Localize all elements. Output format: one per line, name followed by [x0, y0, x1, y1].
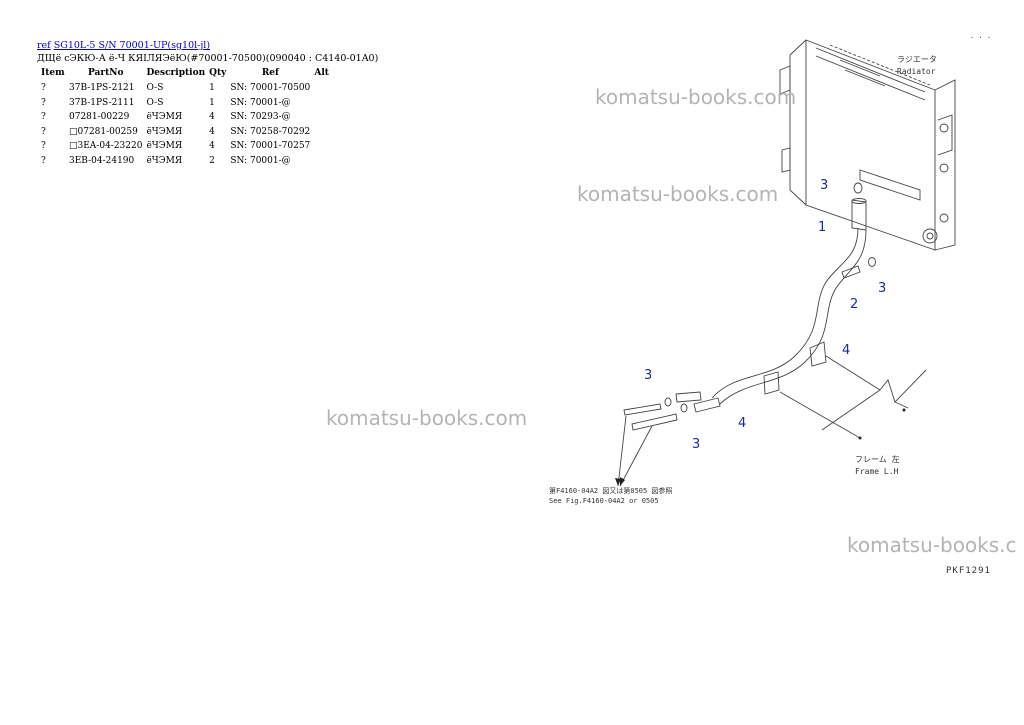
see-fig-label-en: See Fig.F4160-04A2 or 0505 [549, 497, 659, 505]
cell-item: ? [41, 112, 46, 123]
model-link[interactable]: SG10L-5 S/N 70001-UP(sg10l-jl) [53, 40, 211, 51]
hose-line [711, 227, 859, 399]
page-subtitle: ДЩё сЭКЮ-А ё-Ч КЯIЛЯЭёЮ(#70001-70500)(09… [37, 53, 379, 64]
cell-partno: 3EB-04-24190 [69, 155, 135, 166]
cell-partno: 37B-1PS-2111 [69, 97, 135, 108]
radiator-drawing [779, 39, 956, 251]
parts-table: Item PartNo Description Qty Ref Alt ? 37… [37, 66, 346, 168]
pipe-upper-left [623, 403, 662, 416]
radiator-label-en: Radiator [897, 67, 936, 76]
bracket-lower [763, 371, 780, 395]
frame-label-en: Frame L.H [855, 467, 899, 476]
cell-qty: 2 [209, 155, 215, 166]
bracket-upper [809, 341, 827, 367]
table-header-row: Item PartNo Description Qty Ref Alt [37, 66, 346, 81]
table-row: ? 07281-00229 ёЧЭМЯ 4 SN: 70293-@ [37, 110, 346, 125]
cell-partno: 37B-1PS-2121 [69, 83, 135, 94]
cell-description: ёЧЭМЯ [146, 112, 183, 123]
watermark: komatsu-books.com [595, 85, 797, 109]
clamp-lower-left [664, 397, 672, 407]
watermark: komatsu-books.c [847, 533, 1017, 557]
cell-ref: SN: 70293-@ [230, 112, 291, 123]
cell-partno: □07281-00259 [69, 126, 138, 137]
callout-4-upper: 4 [842, 343, 850, 358]
cell-description: ёЧЭМЯ [146, 126, 183, 137]
cell-item: ? [41, 83, 46, 94]
callout-2: 2 [850, 297, 858, 312]
pipe-lower-left [631, 413, 678, 431]
cell-ref: SN: 70001-@ [230, 155, 291, 166]
see-fig-label-jp: 第F4160-04A2 図又は第0505 図参照 [549, 486, 672, 495]
cell-ref: SN: 70001-@ [230, 97, 291, 108]
see-fig-arrows [617, 415, 653, 487]
cell-qty: 1 [209, 97, 215, 108]
cell-alt [312, 110, 346, 125]
cell-ref: SN: 70001-70257 [230, 141, 311, 152]
cell-item: ? [41, 97, 46, 108]
clamp-lower-right [680, 403, 688, 413]
breadcrumb: ref SG10L-5 S/N 70001-UP(sg10l-jl) [37, 40, 210, 52]
frame-line-1 [825, 355, 927, 403]
cell-qty: 4 [209, 141, 215, 152]
watermark: komatsu-books.com [577, 182, 779, 206]
clamp-upper [853, 182, 863, 194]
clamp-right [868, 257, 876, 267]
cell-alt [312, 154, 346, 169]
column-header-description: Description [146, 67, 206, 78]
corner-mark: · · · [970, 34, 991, 42]
hose-end-upper [851, 199, 867, 231]
radiator-label-jp: ラジエータ [897, 55, 937, 64]
cell-alt [312, 81, 346, 96]
drawing-code: PKF1291 [946, 566, 991, 576]
cell-item: ? [41, 126, 46, 137]
callout-4-lower: 4 [738, 416, 746, 431]
table-row: ? 37B-1PS-2111 O-S 1 SN: 70001-@ [37, 96, 346, 111]
frame-label-jp: フレーム 左 [855, 454, 900, 464]
cell-description: O-S [146, 97, 164, 108]
callout-3-upper: 3 [820, 178, 828, 193]
cell-qty: 4 [209, 112, 215, 123]
table-row: ? □07281-00259 ёЧЭМЯ 4 SN: 70258-70292 [37, 125, 346, 140]
cell-alt [312, 125, 346, 140]
column-header-qty: Qty [209, 67, 227, 78]
cell-qty: 1 [209, 83, 215, 94]
table-row: ? □3EA-04-23220 ёЧЭМЯ 4 SN: 70001-70257 [37, 139, 346, 154]
callout-3-bottom: 3 [692, 437, 700, 452]
callout-3-right: 3 [878, 281, 886, 296]
cell-partno: □3EA-04-23220 [69, 141, 143, 152]
cell-description: ёЧЭМЯ [146, 155, 183, 166]
cell-qty: 4 [209, 126, 215, 137]
column-header-item: Item [41, 67, 65, 78]
sleeve-part-2 [841, 265, 861, 279]
column-header-alt: Alt [314, 67, 329, 78]
cell-item: ? [41, 155, 46, 166]
parts-diagram: ラジエータ Radiator フレーム 左 Frame L.H 第F4160-0… [549, 34, 991, 505]
cell-description: ёЧЭМЯ [146, 141, 183, 152]
cell-ref: SN: 70258-70292 [230, 126, 311, 137]
callout-1: 1 [818, 220, 826, 235]
column-header-ref: Ref [261, 67, 279, 78]
cell-ref: SN: 70001-70500 [230, 83, 311, 94]
watermark: komatsu-books.com [326, 406, 528, 430]
table-row: ? 3EB-04-24190 ёЧЭМЯ 2 SN: 70001-@ [37, 154, 346, 169]
ref-link[interactable]: ref [37, 40, 51, 51]
callout-3-left: 3 [644, 368, 652, 383]
cell-item: ? [41, 141, 46, 152]
cell-partno: 07281-00229 [69, 112, 130, 123]
cell-alt [312, 96, 346, 111]
column-header-partno: PartNo [87, 67, 124, 78]
table-row: ? 37B-1PS-2121 O-S 1 SN: 70001-70500 [37, 81, 346, 96]
cell-description: O-S [146, 83, 164, 94]
cell-alt [312, 139, 346, 154]
